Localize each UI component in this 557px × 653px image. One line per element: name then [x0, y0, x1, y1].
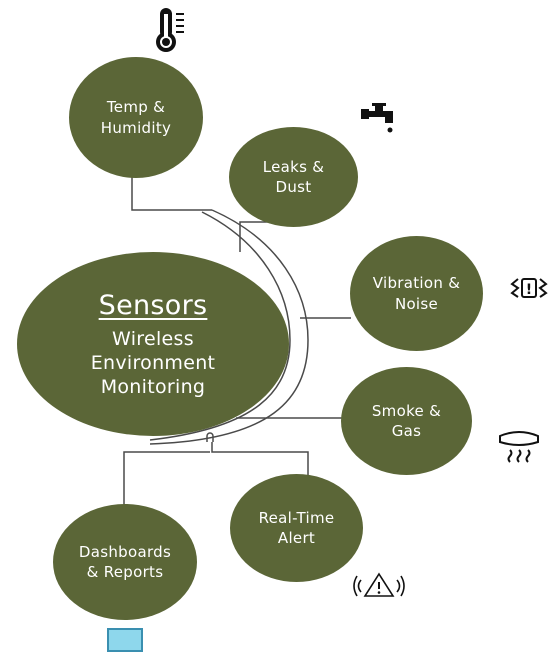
node-leaks-line-1: Leaks &	[262, 157, 325, 176]
svg-text:!: !	[526, 282, 532, 298]
node-alert-line-2: Alert	[277, 529, 316, 547]
hub-title: Sensors	[98, 290, 208, 322]
node-real-time-alert: Real-Time Alert	[230, 474, 363, 582]
node-temp-line-2: Humidity	[100, 118, 172, 137]
connector-alert	[211, 442, 309, 480]
node-vibration-line-2: Noise	[394, 294, 439, 313]
connector-temp	[131, 165, 212, 211]
node-smoke-line-2: Gas	[391, 422, 422, 440]
connector-leaks	[239, 221, 272, 252]
faucet-icon	[361, 103, 393, 133]
crescent-arc	[149, 211, 291, 441]
hub-line-3: Monitoring	[100, 376, 206, 399]
node-temp-humidity: Temp & Humidity	[69, 57, 203, 178]
node-smoke-gas: Smoke & Gas	[341, 367, 472, 475]
vibration-icon: !	[510, 278, 548, 298]
hub-line-1: Wireless	[112, 327, 194, 350]
thermometer-icon	[156, 8, 184, 52]
node-dashboards-line-2: & Reports	[86, 563, 164, 581]
node-alert-line-1: Real-Time	[258, 508, 335, 527]
smoke-detector-icon	[499, 431, 539, 463]
node-vibration-line-1: Vibration &	[372, 274, 461, 293]
hub-circle: Sensors Wireless Environment Monitoring	[17, 252, 289, 436]
connector-dashboards	[123, 451, 210, 512]
connector-bottom	[206, 432, 214, 442]
node-leaks-line-2: Dust	[275, 178, 312, 196]
node-smoke-line-1: Smoke &	[371, 401, 442, 420]
node-dashboards-line-1: Dashboards	[78, 542, 172, 561]
node-leaks-dust: Leaks & Dust	[229, 127, 358, 227]
node-vibration-noise: Vibration & Noise	[350, 236, 483, 351]
crescent-arc-outer	[149, 209, 309, 445]
node-dashboards-reports: Dashboards & Reports	[53, 504, 197, 620]
monitor-icon	[107, 628, 143, 652]
hub-line-2: Environment	[90, 352, 216, 375]
alert-triangle-icon	[353, 572, 405, 597]
node-temp-line-1: Temp &	[106, 98, 166, 117]
